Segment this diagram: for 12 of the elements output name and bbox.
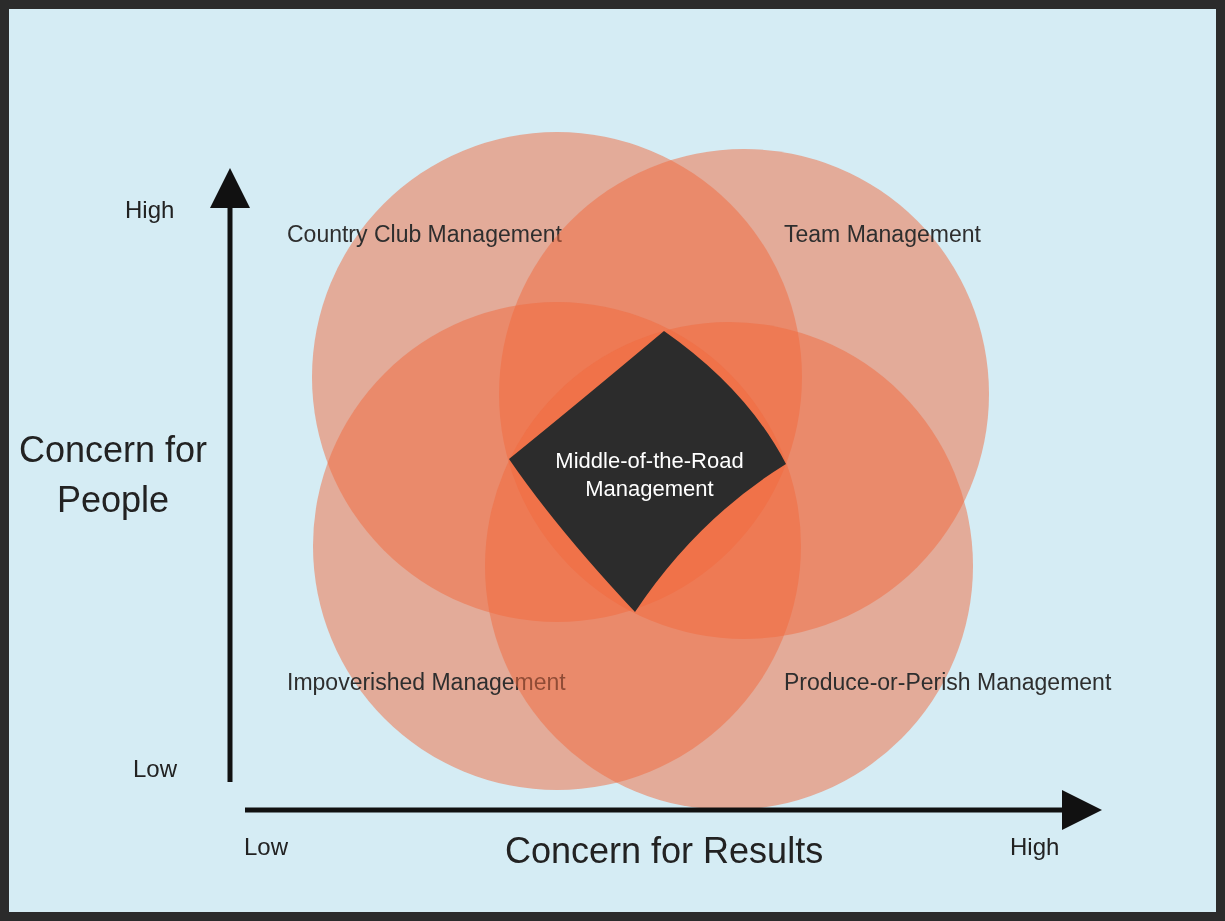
region-label: Country Club Management (287, 221, 562, 248)
axis-label: Low (244, 833, 289, 861)
axis-title: Concern for People (17, 428, 209, 522)
region-label: Impoverished Management (287, 669, 566, 696)
region-label: Team Management (784, 221, 981, 248)
axis-title: Concern for Results (505, 830, 824, 872)
axis-label: High (1010, 833, 1060, 861)
axis-label: Low (133, 755, 178, 783)
axis-label: High (125, 196, 175, 224)
region-label: Produce-or-Perish Management (784, 669, 1112, 696)
center-region (507, 329, 787, 614)
region-label: Middle-of-the-Road Management (554, 447, 745, 503)
